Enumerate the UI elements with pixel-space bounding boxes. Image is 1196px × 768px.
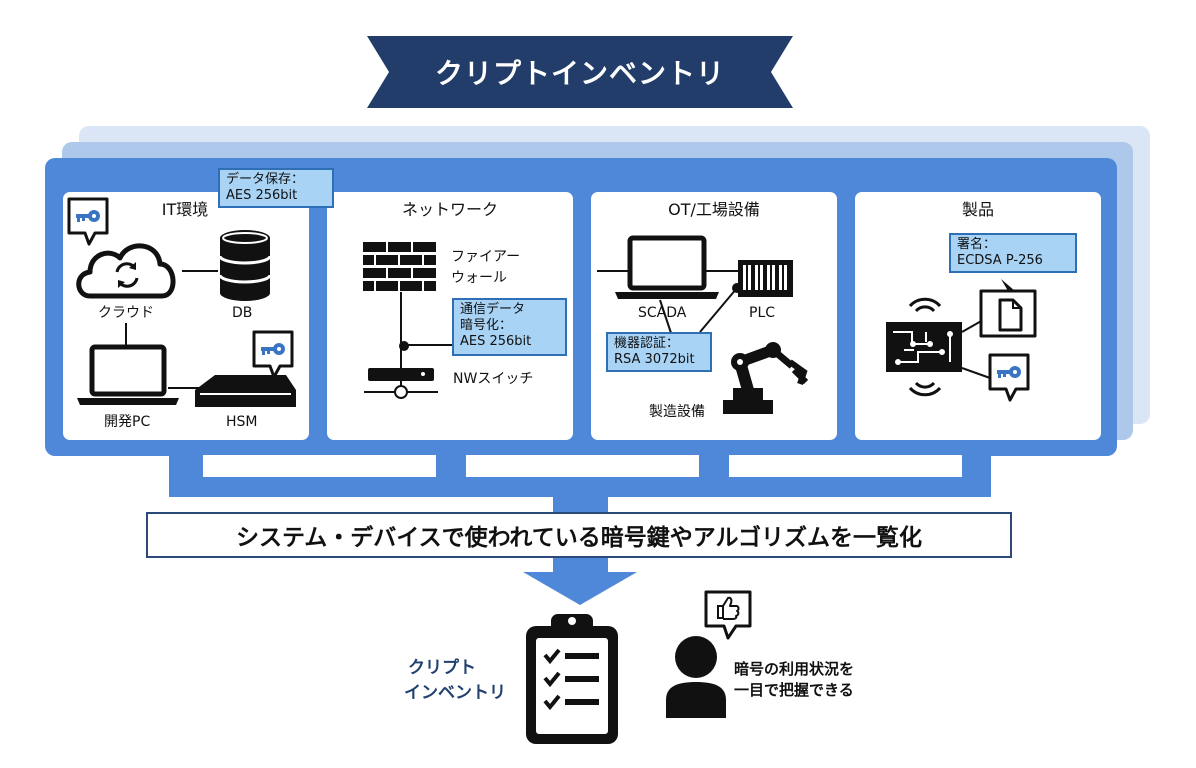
callout-network-line3: AES 256bit bbox=[460, 334, 532, 349]
callout-ot-line1: 機器認証： bbox=[614, 336, 680, 351]
plc-icon bbox=[738, 260, 793, 297]
inventory-label: クリプト インベントリ bbox=[404, 656, 506, 706]
nw-switch-icon bbox=[364, 368, 438, 399]
down-arrow bbox=[523, 556, 637, 605]
label-firewall-1: ファイアー bbox=[451, 249, 521, 265]
it-panel-graphics bbox=[67, 197, 296, 407]
label-hsm: HSM bbox=[226, 414, 258, 430]
panel-title-network: ネットワーク bbox=[401, 200, 498, 219]
panel-title-it: IT環境 bbox=[161, 200, 209, 219]
laptop-icon-dev-pc bbox=[77, 344, 179, 405]
main-frame bbox=[45, 158, 1117, 456]
circuit-board-icon bbox=[886, 297, 962, 397]
page-title: クリプトインベントリ bbox=[434, 57, 725, 90]
network-panel-graphics bbox=[363, 242, 452, 399]
user-benefit-label: 暗号の利用状況を 一目で把握できる bbox=[734, 659, 854, 701]
firewall-icon bbox=[363, 242, 436, 291]
label-db: DB bbox=[232, 305, 253, 321]
title-banner bbox=[367, 36, 793, 108]
label-manufacturing: 製造設備 bbox=[649, 404, 705, 420]
user-icon bbox=[666, 636, 726, 718]
signed-document-bubble-icon bbox=[979, 279, 1037, 338]
label-plc: PLC bbox=[749, 305, 776, 321]
callout-it-line2: AES 256bit bbox=[226, 188, 298, 203]
label-cloud: クラウド bbox=[98, 305, 154, 321]
callout-product-line2: ECDSA P-256 bbox=[957, 253, 1043, 268]
laptop-icon-scada bbox=[615, 235, 719, 299]
label-nw-switch: NWスイッチ bbox=[453, 371, 534, 387]
hsm-icon bbox=[195, 375, 296, 407]
panel-title-product: 製品 bbox=[961, 200, 994, 219]
callout-ot-line2: RSA 3072bit bbox=[614, 352, 695, 367]
ot-panel-graphics bbox=[597, 235, 809, 414]
user-benefit-line2: 一目で把握できる bbox=[734, 681, 854, 699]
inventory-label-line2: インベントリ bbox=[404, 683, 506, 703]
callout-network-line1: 通信データ bbox=[460, 302, 526, 317]
user-benefit-line1: 暗号の利用状況を bbox=[734, 660, 855, 678]
panel-product bbox=[855, 192, 1101, 440]
panel-title-ot: OT/工場設備 bbox=[668, 200, 760, 219]
label-firewall-2: ウォール bbox=[451, 270, 507, 286]
clipboard-checklist-icon bbox=[526, 614, 618, 744]
callout-network-encryption: 通信データ 暗号化： AES 256bit bbox=[452, 298, 567, 356]
callout-network-line2: 暗号化： bbox=[460, 318, 513, 333]
callout-ot-device-auth: 機器認証： RSA 3072bit bbox=[606, 332, 712, 372]
label-scada: SCADA bbox=[638, 305, 687, 321]
database-icon bbox=[218, 230, 272, 301]
callout-product-signature: 署名： ECDSA P-256 bbox=[949, 233, 1077, 273]
callout-it-data-storage: データ保存： AES 256bit bbox=[218, 168, 334, 208]
summary-box: システム・デバイスで使われている暗号鍵やアルゴリズムを一覧化 bbox=[146, 512, 1012, 558]
inventory-label-line1: クリプト bbox=[408, 658, 476, 678]
thumbs-up-bubble-icon bbox=[704, 590, 752, 640]
callout-it-line1: データ保存： bbox=[226, 172, 305, 187]
callout-product-line1: 署名： bbox=[957, 237, 997, 252]
robot-arm-icon bbox=[723, 342, 809, 414]
cloud-icon bbox=[76, 243, 176, 299]
label-dev-pc: 開発PC bbox=[104, 414, 151, 430]
product-panel-graphics bbox=[886, 279, 1037, 402]
